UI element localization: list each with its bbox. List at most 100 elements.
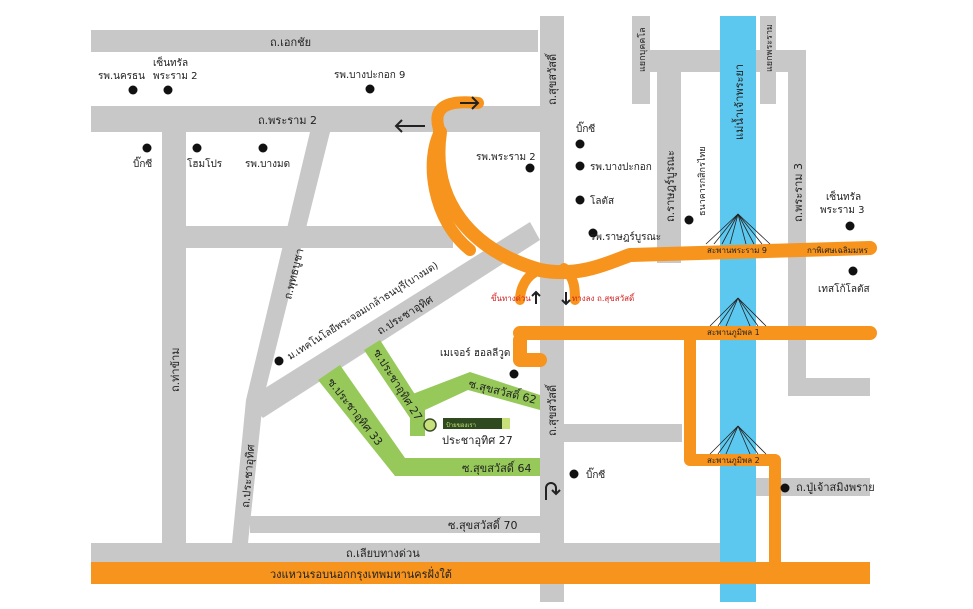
soi-pracha-uthit-33	[318, 365, 540, 476]
poi-dot-bigc-bottom	[569, 469, 579, 479]
poi-dot-central-rama2	[163, 85, 173, 95]
arrow-down-icon	[561, 292, 571, 306]
label-outer-ring: วงแหวนรอบนอกกรุงเทพมหานครฝั่งใต้	[270, 566, 452, 581]
poi-dot-rs-nakorn	[128, 85, 138, 95]
label-bigc-bottom: บิ๊กซี	[586, 467, 605, 481]
label-road-rama2: ถ.พระราม 2	[258, 114, 317, 127]
label-road-suksawat-top: ถ.สุขสวัสดิ์	[544, 52, 559, 105]
poi-dot-lotus	[575, 195, 585, 205]
label-rs-nakorn: รพ.นครธน	[98, 71, 145, 82]
expressway-loop-left	[426, 126, 476, 256]
destination-sign	[443, 418, 510, 429]
poi-dot-tesco-lotus	[848, 266, 858, 276]
label-rs-bangmot: รพ.บางมด	[245, 159, 290, 170]
road-pracha-uthit	[246, 222, 540, 418]
label-road-suksawat-mid: ถ.สุขสวัสดิ์	[544, 383, 559, 436]
poi-dot-rs-bangmot	[258, 143, 268, 153]
soi-suksawat-64	[395, 458, 540, 476]
destination-sign-accent	[502, 418, 510, 429]
label-exp-up: ขึ้นทางด่วน	[491, 292, 531, 303]
label-rs-ratburana: รพ.ราษฎร์บูรณะ	[590, 231, 661, 243]
label-central-rama3-a: เซ็นทรัล	[826, 189, 861, 203]
outer-ring-road	[91, 562, 870, 584]
road-tha-kham	[162, 132, 186, 543]
label-rs-bangprakok: รพ.บางปะกอก	[590, 162, 652, 173]
road-buk-kalo	[632, 16, 650, 104]
expressway-main-curve	[431, 125, 877, 280]
label-road-buk-kalo: แยกบุคคโล	[637, 27, 648, 72]
label-bridge-bhumibol1: สะพานภูมิพล 1	[707, 328, 760, 338]
road-rat-burana-top	[632, 50, 720, 72]
road-soi-suksawat-70	[250, 516, 540, 533]
poi-dot-rs-bangprakok	[575, 161, 585, 171]
label-road-ekkachai: ถ.เอกชัย	[270, 36, 311, 49]
soi-pracha-uthit-27	[364, 340, 425, 436]
soi-suksawat-62	[410, 372, 540, 410]
road-rama3	[788, 50, 806, 396]
road-bottom-right	[564, 543, 720, 562]
label-bridge-bhumibol2: สะพานภูมิพล 2	[707, 456, 760, 466]
label-soi-suksawat-70: ซ.สุขสวัสดิ์ 70	[448, 517, 517, 532]
arrow-up-icon	[531, 290, 541, 304]
label-road-rama-right: แยกพระราม	[765, 24, 775, 72]
expressway-ramp-right	[559, 263, 580, 305]
label-exp-down: ทางลง ถ.สุขสวัสดิ์	[572, 292, 636, 303]
label-rs-rama2: รพ.พระราม 2	[476, 152, 536, 163]
poi-dot-bigc-left	[142, 143, 152, 153]
poi-dot-rs-ratburana	[588, 228, 598, 238]
road-horizontal-mid	[162, 226, 453, 248]
label-river: แม่น้ำเจ้าพระยา	[731, 64, 746, 140]
road-suksawat-side	[564, 424, 682, 442]
label-road-rat-burana: ถ.ราษฎร์บูรณะ	[664, 150, 677, 222]
label-soi-suksawat-62: ซ.สุขสวัสดิ์ 62	[467, 375, 538, 406]
poi-dot-kmutt	[274, 356, 284, 366]
label-road-pracha-uthit-left: ถ.ประชาอุทิศ	[239, 444, 257, 508]
road-rat-burana	[657, 50, 681, 263]
label-soi-suksawat-64: ซ.สุขสวัสดิ์ 64	[462, 460, 531, 475]
poi-dot-central-rama3	[845, 221, 855, 231]
road-ekkachai	[91, 30, 538, 52]
road-network	[91, 16, 870, 602]
label-road-liap-thang-duan: ถ.เลียบทางด่วน	[346, 547, 420, 560]
road-rama-right-stub	[760, 16, 776, 104]
label-soi-pracha-uthit-27: ซ.ประชาอุทิศ 27	[370, 347, 424, 423]
u-turn-icon	[545, 482, 561, 500]
label-homepro: โฮมโปร	[187, 157, 223, 170]
ramp-arrows	[531, 290, 571, 306]
poi-dot-homepro	[192, 143, 202, 153]
label-destination: ประชาอุทิศ 27	[442, 434, 513, 447]
soi-network	[318, 340, 540, 476]
label-exp-toll: กาพิเศษเฉลิมมหร	[807, 246, 869, 255]
label-lotus: โลตัส	[590, 194, 614, 207]
label-bigc-top: บิ๊กซี	[576, 121, 595, 135]
label-central-rama3-b: พระราม 3	[820, 205, 864, 216]
label-road-pu-chao: ถ.ปู่เจ้าสมิงพราย	[796, 481, 875, 494]
rama2-arrows	[394, 96, 480, 133]
destination-sign-label: ป้ายของเรา	[446, 422, 476, 429]
label-central-rama2-b: พระราม 2	[153, 71, 197, 82]
label-central-rama2-a: เซ็นทรัล	[153, 55, 188, 69]
bridge-bhumibol2-icon	[709, 425, 767, 455]
label-road-tha-kham: ถ.ท่าข้าม	[169, 347, 182, 392]
label-bridge-rama9: สะพานพระราม 9	[707, 246, 767, 255]
poi-dot-bigc-top	[575, 139, 585, 149]
chao-phraya-river	[720, 16, 756, 602]
road-liap-thang-duan	[91, 543, 540, 562]
expressway-ramp-left	[515, 265, 545, 305]
label-bigc-left: บิ๊กซี	[133, 156, 152, 170]
expressway-network	[91, 96, 877, 584]
road-rama2	[91, 106, 540, 132]
arrow-left-icon	[394, 119, 425, 133]
road-rama3-bottom	[788, 378, 870, 396]
poi-dot-major	[509, 369, 519, 379]
arrow-right-icon	[460, 96, 480, 110]
destination-marker-icon	[423, 418, 437, 432]
label-major: เมเจอร์ ฮอลลีวูด	[440, 347, 510, 359]
label-road-rama3: ถ.พระราม 3	[792, 163, 805, 222]
poi-dot-rs-rama2	[525, 163, 535, 173]
label-rs-bangprakok9: รพ.บางปะกอก 9	[334, 70, 405, 81]
poi-dot-kasikorn	[684, 215, 694, 225]
poi-dot-rs-bangprakok9	[365, 84, 375, 94]
poi-dot-pu-chao	[780, 483, 790, 493]
